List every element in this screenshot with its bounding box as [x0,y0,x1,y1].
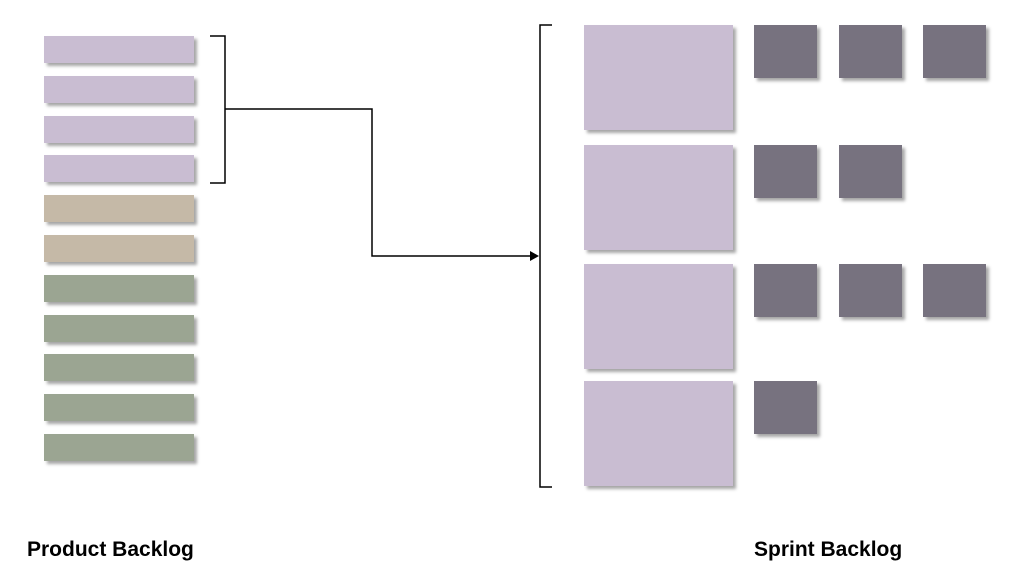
arrow-head [530,251,539,261]
backlog-item-selected [44,75,194,103]
backlog-item-medium [44,235,194,262]
flow-arrow-line [225,108,532,257]
sprint-story [584,264,733,369]
backlog-item-selected [44,115,194,143]
sprint-task [754,381,817,434]
selection-bracket [210,35,226,184]
sprint-task [923,25,986,78]
sprint-task [839,145,902,198]
sprint-task [839,264,902,317]
sprint-task [754,25,817,78]
backlog-item-low [44,274,194,302]
backlog-item-medium [44,195,194,223]
backlog-item-low [44,354,194,382]
sprint-bracket [539,24,552,488]
sprint-backlog-label: Sprint Backlog [754,538,903,561]
sprint-story [584,25,733,130]
sprint-story [584,145,733,250]
sprint-task [754,264,817,317]
sprint-story [584,381,733,486]
backlog-item-low [44,314,194,342]
sprint-task [839,25,902,78]
product-backlog-label: Product Backlog [27,538,194,561]
backlog-item-low [44,394,194,422]
backlog-item-selected [44,155,194,183]
backlog-item-low [44,434,194,461]
backlog-item-selected [44,36,194,63]
sprint-task [923,264,986,317]
sprint-task [754,145,817,198]
